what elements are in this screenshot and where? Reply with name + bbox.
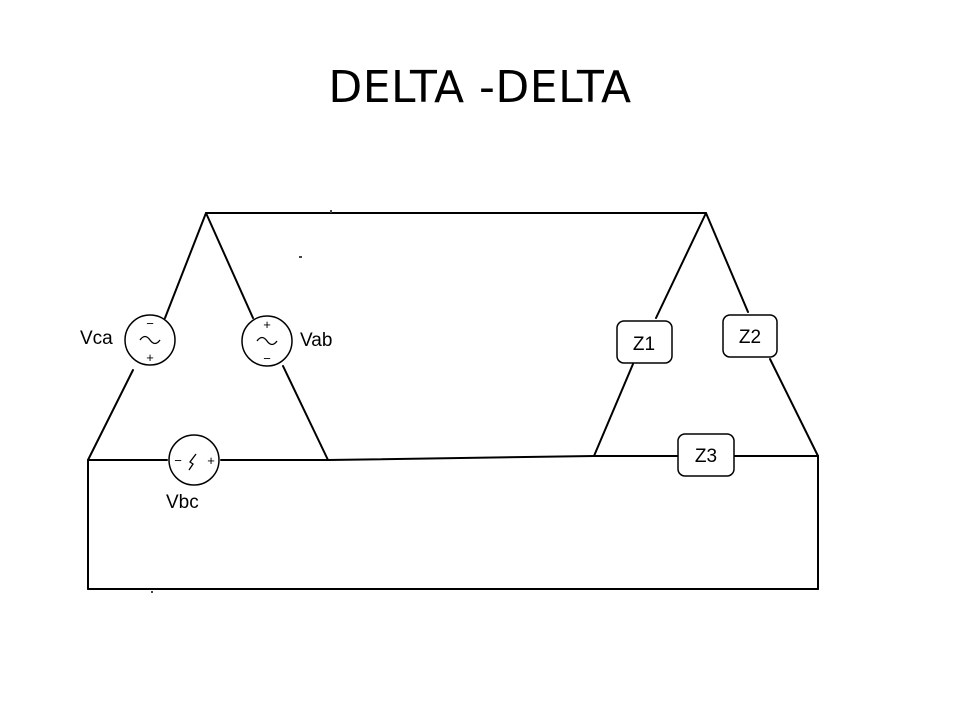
z1-label: Z1: [633, 334, 655, 355]
wire-apex-to-z1: [655, 212, 707, 319]
vca-bottom-sign: +: [146, 350, 154, 365]
wire-apex-to-z2: [705, 212, 749, 313]
wire-z1-to-left-corner: [593, 363, 634, 457]
circuit-wires: [87, 212, 819, 590]
wire-vab-to-right-corner: [282, 365, 329, 461]
impedance-box: [722, 314, 778, 358]
vab-source: + − Vab: [241, 315, 332, 367]
wire-z2-to-right-corner: [769, 358, 819, 457]
vab-label: Vab: [300, 330, 332, 351]
wire-vca-to-left-corner: [87, 369, 134, 461]
z2-label: Z2: [739, 327, 761, 348]
vbc-right-sign: +: [207, 453, 215, 468]
impedance-box: [616, 320, 673, 364]
vca-label: Vca: [80, 328, 113, 349]
vca-top-sign: −: [146, 316, 154, 331]
z2-load: Z2: [722, 314, 778, 358]
wire-apex-to-vca: [164, 212, 207, 319]
ac-wave-icon: [256, 336, 278, 346]
stray-marks: [151, 210, 332, 593]
wire-apex-to-vab: [205, 212, 254, 319]
vbc-source: − + Vbc: [166, 434, 220, 513]
vca-source: − + Vca: [80, 314, 176, 366]
ac-wave-icon: [188, 453, 197, 471]
vbc-left-sign: −: [174, 453, 182, 468]
middle-line-wire: [327, 455, 595, 461]
vab-bottom-sign: −: [263, 351, 271, 366]
vab-top-sign: +: [263, 317, 271, 332]
vbc-label: Vbc: [166, 492, 199, 513]
z3-load: Z3: [677, 433, 735, 477]
ac-source-icon: [168, 434, 220, 486]
z1-load: Z1: [616, 320, 673, 364]
impedance-box: [677, 433, 735, 477]
z3-label: Z3: [695, 446, 717, 467]
ac-wave-icon: [139, 335, 161, 345]
slide-title: DELTA -DELTA: [328, 62, 632, 113]
